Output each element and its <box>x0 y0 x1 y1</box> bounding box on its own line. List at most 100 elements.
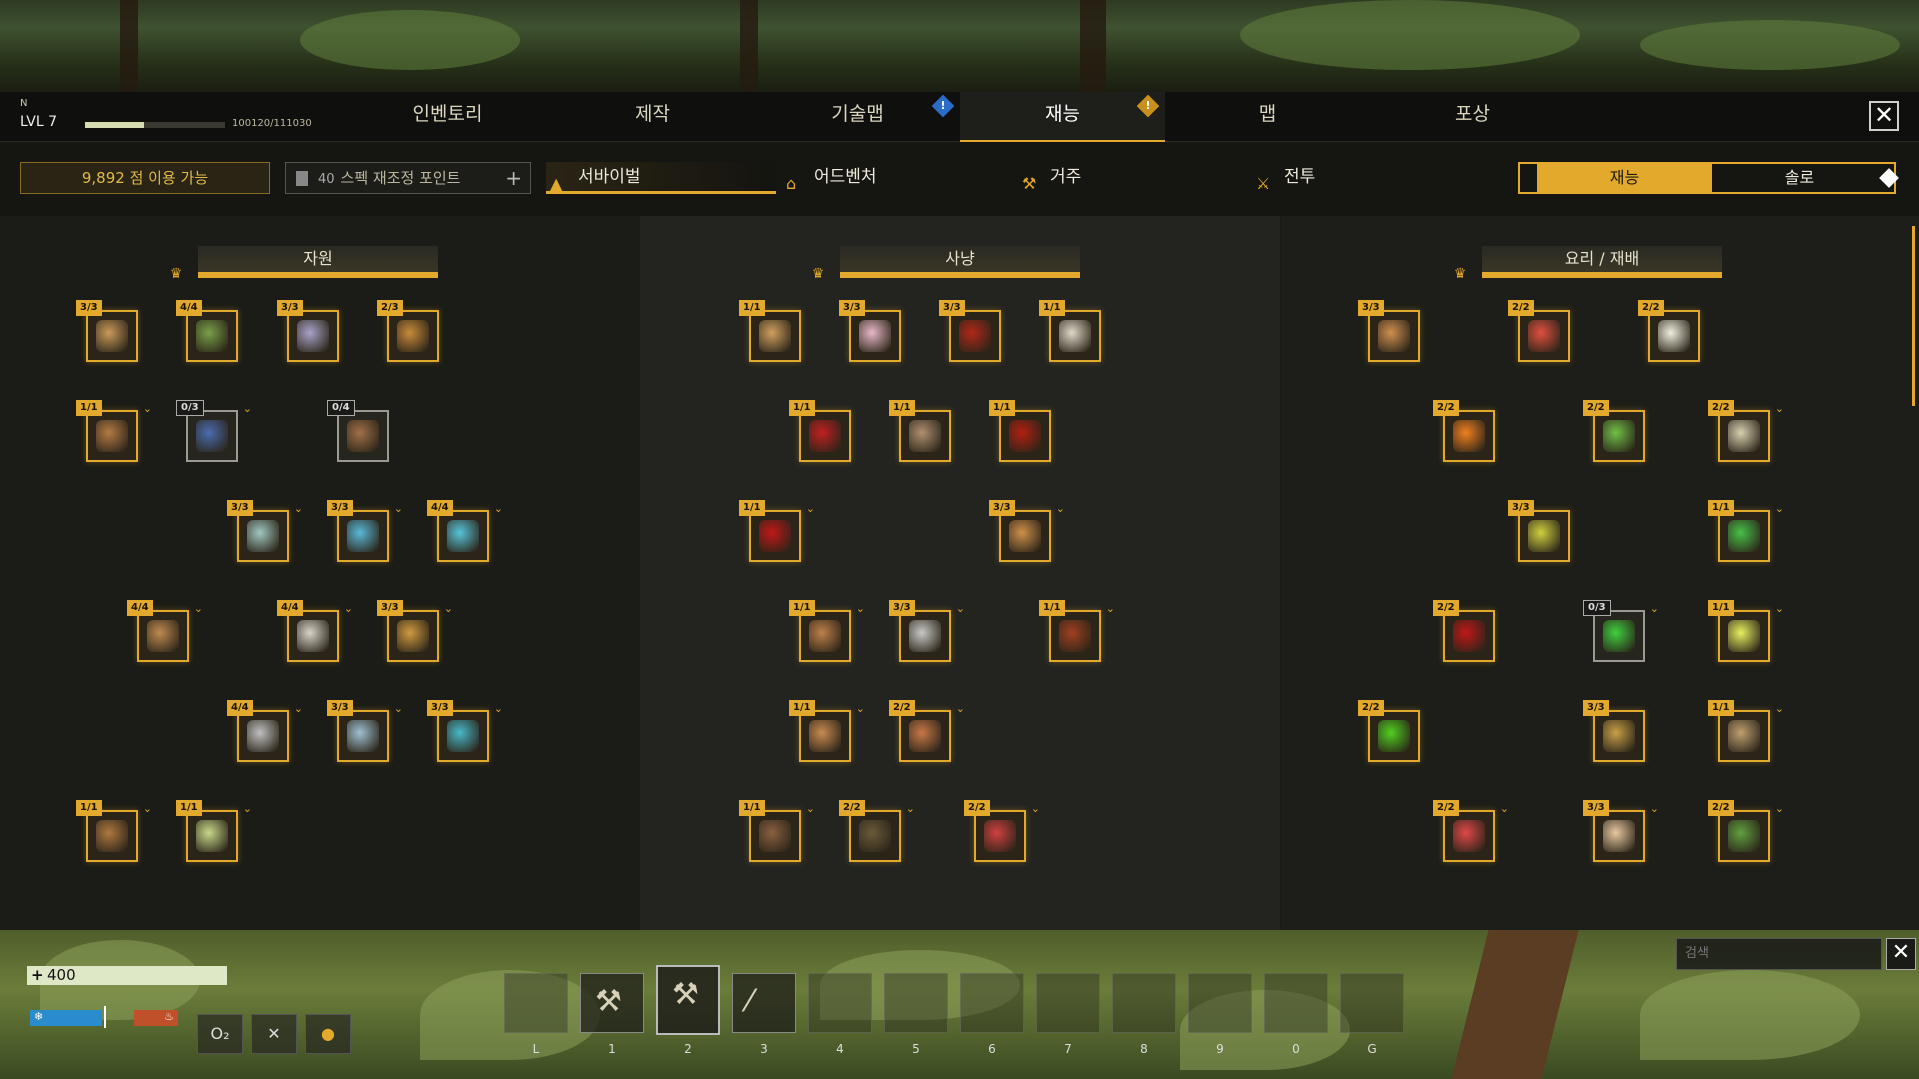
talent-node[interactable]: 2/2 <box>1433 400 1495 462</box>
talent-node[interactable]: 3/3⌄ <box>989 500 1065 562</box>
talent-node[interactable]: 2/2⌄ <box>1708 800 1784 862</box>
search-input[interactable]: 검색 <box>1676 938 1882 970</box>
talent-node[interactable]: 2/2 <box>1508 300 1570 362</box>
talent-node[interactable]: 1/1 <box>789 400 851 462</box>
talent-node[interactable]: 3/3⌄ <box>889 600 965 662</box>
talent-node[interactable]: 1/1⌄ <box>1039 600 1115 662</box>
talent-node[interactable]: 1/1⌄ <box>76 400 152 462</box>
talent-node[interactable]: 2/2⌄ <box>1708 400 1784 462</box>
talent-node[interactable]: 1/1⌄ <box>1708 600 1784 662</box>
hotbar-slot[interactable] <box>1112 973 1176 1033</box>
ore-icon <box>297 320 329 352</box>
category-survival[interactable]: ▲서바이벌 <box>546 162 776 194</box>
talent-node[interactable]: 0/4 <box>327 400 389 462</box>
talent-node[interactable]: 1/1 <box>889 400 951 462</box>
talent-node[interactable]: 4/4⌄ <box>277 600 353 662</box>
crossed-swords-icon: ⚔ <box>1256 174 1271 193</box>
talent-node[interactable]: 3/3⌄ <box>327 500 403 562</box>
talent-node[interactable]: 2/2⌄ <box>964 800 1040 862</box>
tab-crafting[interactable]: 제작 <box>550 92 755 142</box>
talent-node[interactable]: 4/4 <box>176 300 238 362</box>
hotbar-slot[interactable] <box>1340 973 1404 1033</box>
hotbar-slot[interactable]: ⚒ <box>656 965 720 1035</box>
hotbar-slot[interactable] <box>884 973 948 1033</box>
meat-icon <box>984 820 1016 852</box>
talent-node[interactable]: 4/4⌄ <box>127 600 203 662</box>
category-combat[interactable]: ⚔전투 <box>1252 162 1452 194</box>
hotbar-key-label: 5 <box>912 1042 920 1056</box>
talent-rank: 2/3 <box>377 300 403 316</box>
talent-node[interactable]: 2/2⌄ <box>889 700 965 762</box>
talent-node[interactable]: 2/2 <box>1358 700 1420 762</box>
talent-rank: 3/3 <box>939 300 965 316</box>
tab-label: 재능 <box>1045 103 1080 125</box>
talent-node[interactable]: 3/3 <box>1358 300 1420 362</box>
talent-node[interactable]: 3/3⌄ <box>227 500 303 562</box>
hotbar-slot[interactable] <box>1264 973 1328 1033</box>
chevron-down-icon: ⌄ <box>242 802 252 815</box>
talent-node[interactable]: 3/3 <box>1508 500 1570 562</box>
chevron-down-icon: ⌄ <box>242 402 252 415</box>
category-adventure[interactable]: ⌂어드벤처 <box>782 162 982 194</box>
hotbar-key-label: 7 <box>1064 1042 1072 1056</box>
talent-node[interactable]: 1/1⌄ <box>76 800 152 862</box>
talent-node[interactable]: 0/3⌄ <box>1583 600 1659 662</box>
flame-icon: ♨ <box>164 1010 174 1023</box>
hotbar-slot[interactable] <box>808 973 872 1033</box>
axe-icon: ⚒ <box>672 977 699 1012</box>
forest-background-bottom <box>0 930 1919 1079</box>
talent-node[interactable]: 3/3⌄ <box>427 700 503 762</box>
hotbar-slot[interactable]: ⚒ <box>580 973 644 1033</box>
talent-node[interactable]: 4/4⌄ <box>227 700 303 762</box>
talent-node[interactable]: 3/3 <box>277 300 339 362</box>
chevron-down-icon: ⌄ <box>393 502 403 515</box>
talent-node[interactable]: 1/1⌄ <box>1708 700 1784 762</box>
category-housing[interactable]: ⚒거주 <box>1018 162 1218 194</box>
chevron-down-icon: ⌄ <box>193 602 203 615</box>
scrollbar[interactable] <box>1912 226 1915 406</box>
talent-node[interactable]: 2/3 <box>377 300 439 362</box>
talent-node[interactable]: 2/2⌄ <box>839 800 915 862</box>
panel-title: 요리 / 재배 <box>1482 246 1722 282</box>
toggle-solo[interactable]: 솔로 <box>1784 168 1815 187</box>
tab-map[interactable]: 맵 <box>1165 92 1370 142</box>
close-button[interactable]: ✕ <box>1869 101 1899 131</box>
talent-node[interactable]: 1/1⌄ <box>789 600 865 662</box>
toggle-talents[interactable]: 재능 <box>1537 164 1712 192</box>
talent-node[interactable]: 2/2 <box>1433 600 1495 662</box>
talent-node[interactable]: 2/2 <box>1638 300 1700 362</box>
talent-node[interactable]: 1/1 <box>739 300 801 362</box>
talent-node[interactable]: 1/1⌄ <box>789 700 865 762</box>
talent-node[interactable]: 1/1 <box>1039 300 1101 362</box>
hotbar-slot[interactable]: ⁄ <box>732 973 796 1033</box>
talent-node[interactable]: 1/1 <box>989 400 1051 462</box>
tab-rewards[interactable]: 포상 <box>1370 92 1575 142</box>
talent-node[interactable]: 3/3 <box>76 300 138 362</box>
tab-tech-map[interactable]: 기술맵 ! <box>755 92 960 142</box>
tab-talents[interactable]: 재능 ! <box>960 92 1165 142</box>
talent-rank: 1/1 <box>1039 300 1065 316</box>
talent-node[interactable]: 2/2 <box>1583 400 1645 462</box>
talent-node[interactable]: 3/3 <box>939 300 1001 362</box>
talent-node[interactable]: 4/4⌄ <box>427 500 503 562</box>
talent-node[interactable]: 2/2⌄ <box>1433 800 1509 862</box>
talent-node[interactable]: 3/3 <box>839 300 901 362</box>
talent-node[interactable]: 1/1⌄ <box>739 800 815 862</box>
hotbar-slot[interactable] <box>960 973 1024 1033</box>
hotbar-slot[interactable] <box>1036 973 1100 1033</box>
talent-node[interactable]: 3/3⌄ <box>1583 800 1659 862</box>
hotbar-slot[interactable] <box>1188 973 1252 1033</box>
talent-node[interactable]: 1/1⌄ <box>739 500 815 562</box>
talent-node[interactable]: 3/3 <box>1583 700 1645 762</box>
talent-node[interactable]: 1/1⌄ <box>176 800 252 862</box>
hotbar-slot[interactable] <box>504 973 568 1033</box>
tab-inventory[interactable]: 인벤토리 <box>345 92 550 142</box>
talent-node[interactable]: 1/1⌄ <box>1708 500 1784 562</box>
talent-node[interactable]: 0/3⌄ <box>176 400 252 462</box>
health-value: 400 <box>47 966 76 984</box>
search-close-button[interactable]: ✕ <box>1886 938 1916 970</box>
talent-node[interactable]: 3/3⌄ <box>327 700 403 762</box>
chevron-down-icon: ⌄ <box>293 502 303 515</box>
talent-node[interactable]: 3/3⌄ <box>377 600 453 662</box>
